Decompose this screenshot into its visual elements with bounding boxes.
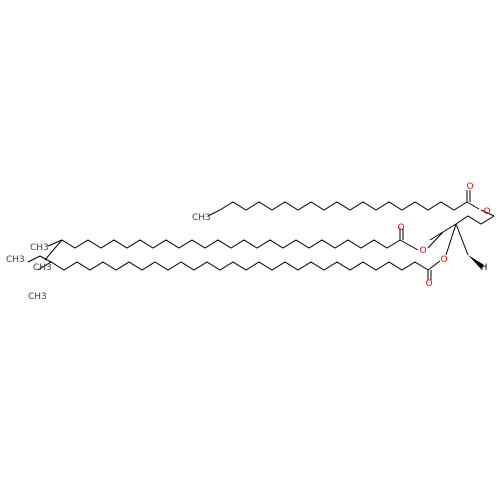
chain-2	[44, 239, 401, 261]
ester-1	[466, 190, 495, 217]
ester-3	[427, 223, 457, 280]
atom-labels: O O O O O O H	[397, 182, 490, 289]
oxygen-label: O	[466, 182, 473, 192]
methyl-label: CH3	[33, 263, 52, 273]
chain-3	[27, 255, 429, 271]
oxygen-label: O	[425, 279, 432, 289]
chain-1	[207, 201, 468, 217]
methyl-label: CH3	[28, 292, 47, 302]
hydrogen-label: H	[481, 263, 488, 273]
oxygen-label: O	[419, 246, 426, 256]
carbon-labels: CH3 CH3 CH3 CH3 CH3	[6, 213, 211, 302]
methyl-label: CH3	[6, 255, 25, 265]
methyl-label: CH3	[192, 213, 211, 223]
oxygen-label: O	[483, 207, 490, 217]
methyl-label: CH3	[30, 243, 49, 253]
stereo-center	[455, 223, 484, 269]
ester-2	[399, 228, 444, 251]
glycerol-backbone	[429, 215, 495, 241]
oxygen-label: O	[397, 223, 404, 233]
oxygen-label: O	[440, 255, 447, 265]
